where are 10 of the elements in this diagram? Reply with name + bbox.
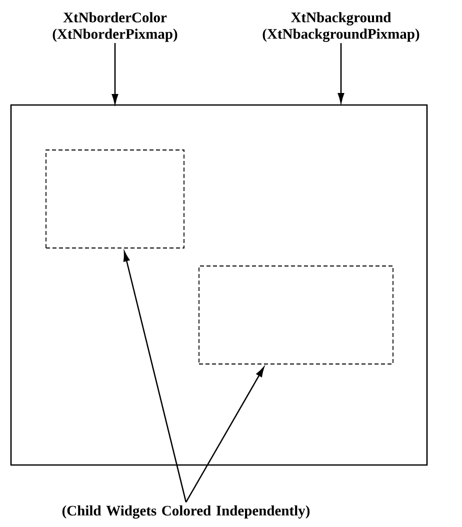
label-text: XtNbackground (XtNbackgroundPixmap) bbox=[262, 12, 420, 42]
child-window bbox=[198, 266, 394, 364]
arrow bbox=[185, 367, 264, 502]
label-text: XtNborderColor (XtNborderPixmap) bbox=[52, 12, 178, 42]
arrow bbox=[338, 43, 344, 103]
window-box bbox=[10, 104, 428, 466]
arrow bbox=[112, 43, 118, 104]
label-text: (Child Widgets Colored Independently) bbox=[62, 505, 310, 519]
child-window bbox=[46, 150, 184, 248]
arrow bbox=[123, 251, 187, 502]
